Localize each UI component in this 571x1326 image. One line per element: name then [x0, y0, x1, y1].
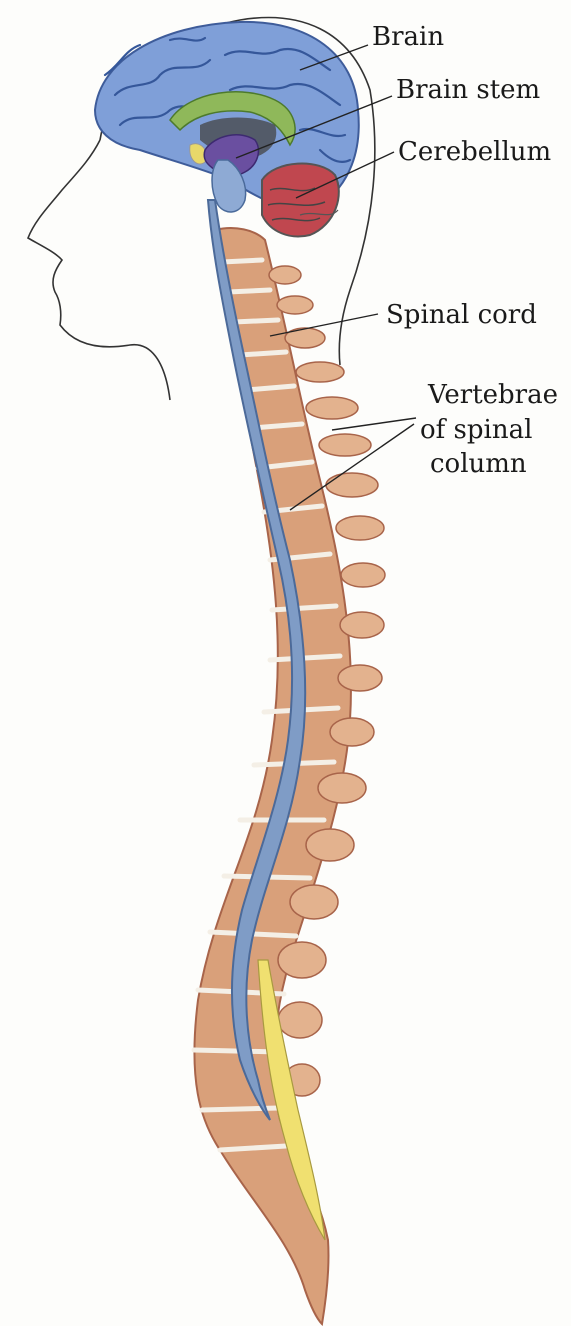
label-spinal-cord: Spinal cord: [386, 300, 537, 330]
label-vertebrae-line1: Vertebrae: [427, 380, 558, 410]
cerebellum: [262, 164, 339, 237]
label-brain: Brain: [372, 22, 444, 52]
spinal-cord-leader: [270, 314, 378, 336]
label-brain-stem: Brain stem: [396, 75, 540, 105]
label-vertebrae-line3: column: [430, 449, 527, 479]
label-vertebrae-line2: of spinal: [420, 415, 532, 445]
label-cerebellum: Cerebellum: [398, 137, 551, 167]
vertebrae-leader-1: [332, 418, 416, 430]
